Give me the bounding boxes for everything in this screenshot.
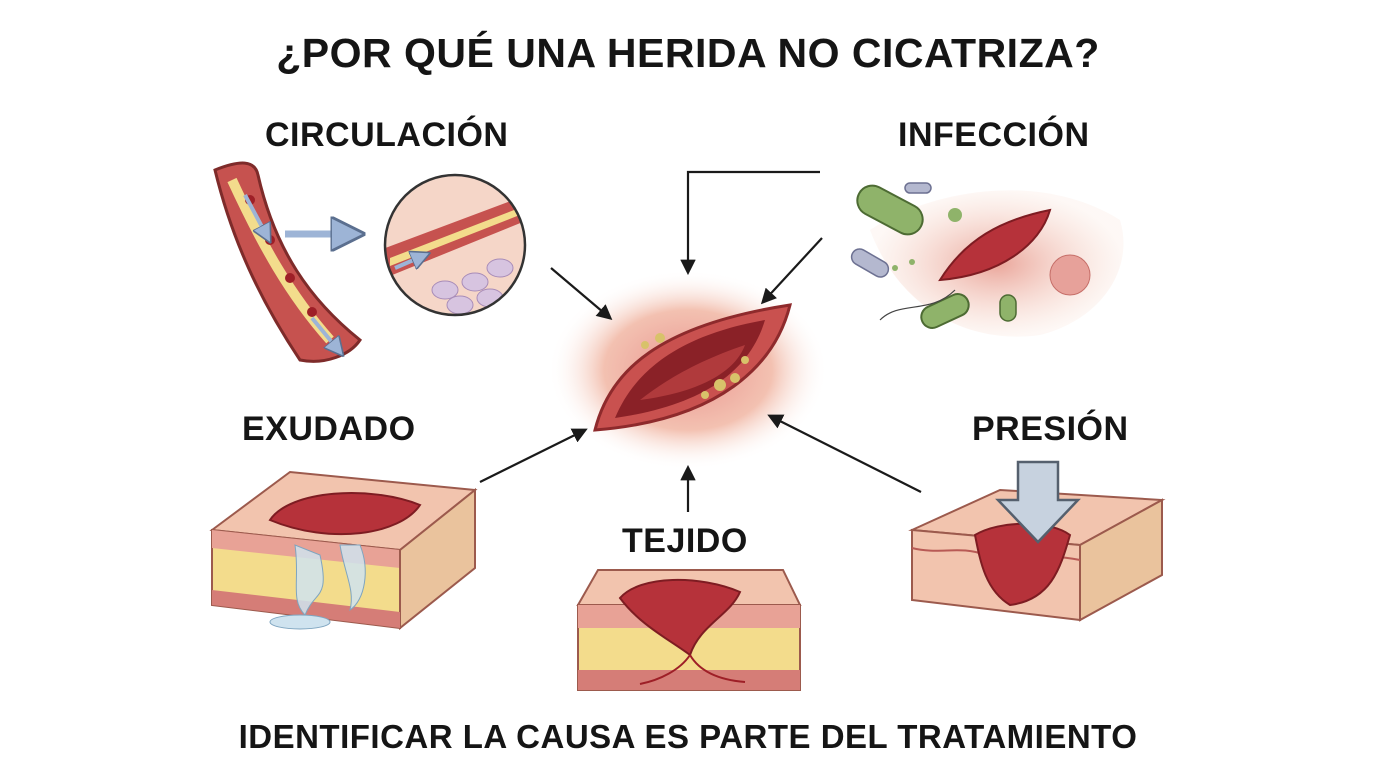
tissue-skin-block [576,569,802,691]
footer-caption: IDENTIFICAR LA CAUSA ES PARTE DEL TRATAM… [238,718,1138,755]
pressure-skin-block [908,460,1166,622]
infected-wound-illustration [850,182,1124,337]
arrow-pressure [767,414,922,493]
pressure-arrow-icon [995,460,1081,544]
arrow-exudate [479,428,588,483]
arrow-circulation [550,267,613,320]
page-title: ¿POR QUÉ UNA HERIDA NO CICATRIZA? [276,30,1100,76]
cause-arrows [479,170,922,512]
infection-label: INFECCIÓN [898,116,1090,154]
exudate-skin-block [209,470,478,631]
arrow-infection [760,237,823,305]
exudate-label: EXUDADO [242,410,416,448]
central-wound-illustration [548,270,828,470]
arrow-infection-top [680,170,820,276]
blood-vessel-illustration [213,161,360,363]
vessel-magnification-circle [383,173,527,317]
tissue-label: TEJIDO [622,522,748,560]
pressure-label: PRESIÓN [972,410,1129,448]
bacteria-icon [850,182,1017,329]
circulation-label: CIRCULACIÓN [265,116,509,154]
